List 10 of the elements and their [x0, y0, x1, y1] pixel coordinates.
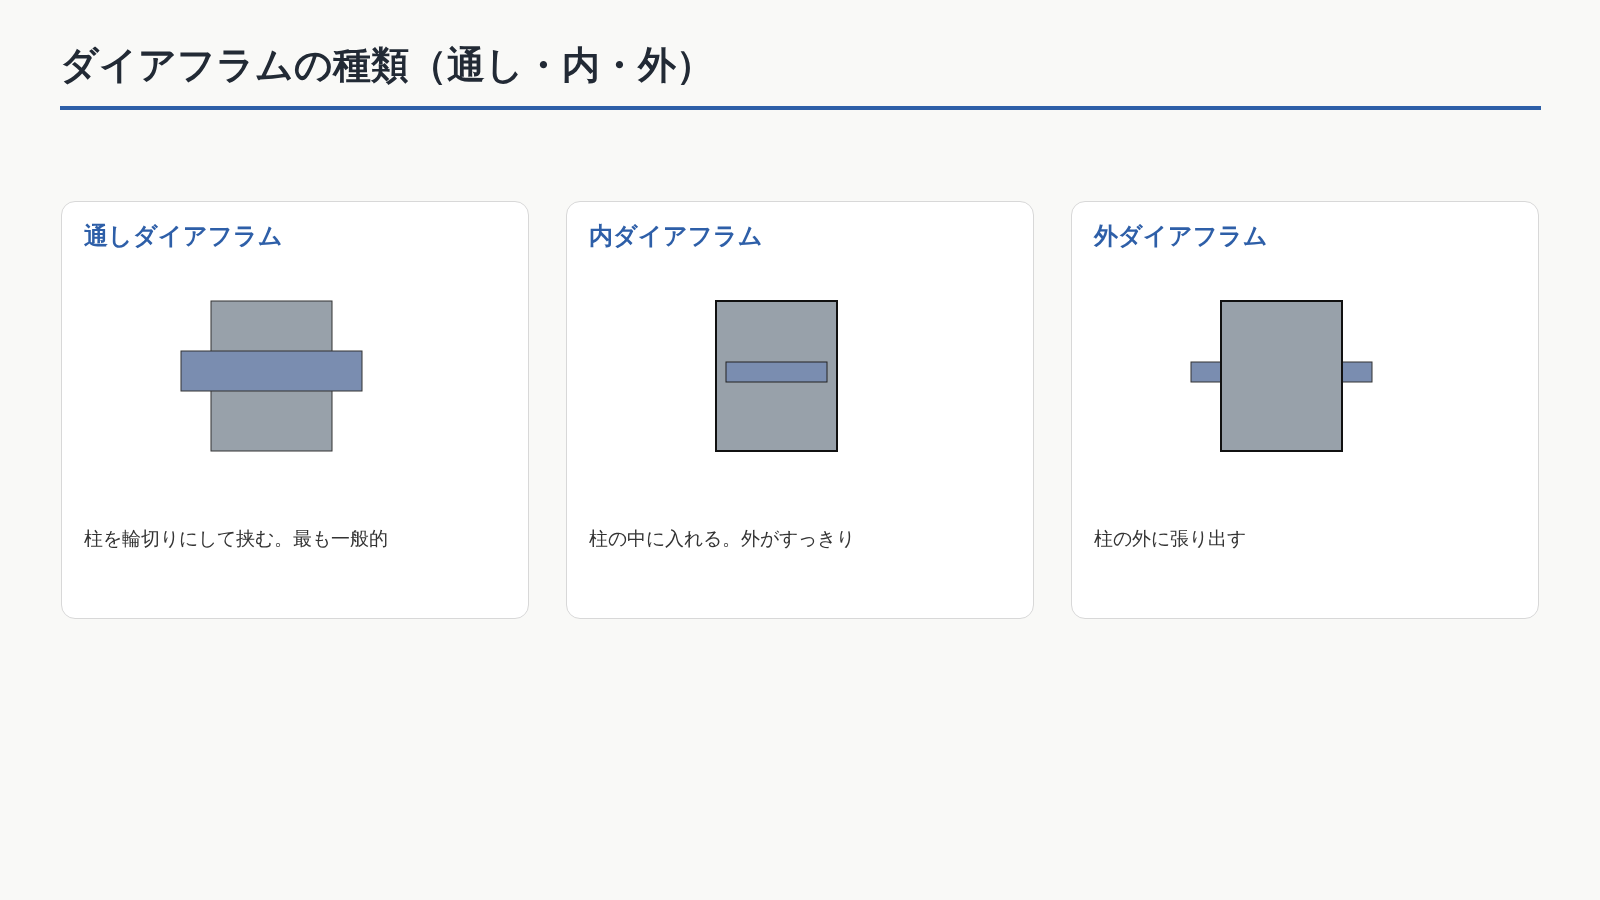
description-text: 柱の中に入れる。外がすっきり: [589, 526, 856, 551]
card-heading: 内ダイアフラム: [589, 221, 763, 252]
card: [566, 201, 1034, 619]
title: ダイアフラムの種類（通し・内・外）: [60, 42, 714, 89]
card-heading: 通しダイアフラム: [84, 221, 283, 252]
description-text: 柱を輪切りにして挟む。最も一般的: [84, 526, 389, 551]
description-text: 柱の外に張り出す: [1094, 526, 1247, 551]
card: [1071, 201, 1539, 619]
card: [61, 201, 529, 619]
card-heading: 外ダイアフラム: [1094, 221, 1268, 252]
